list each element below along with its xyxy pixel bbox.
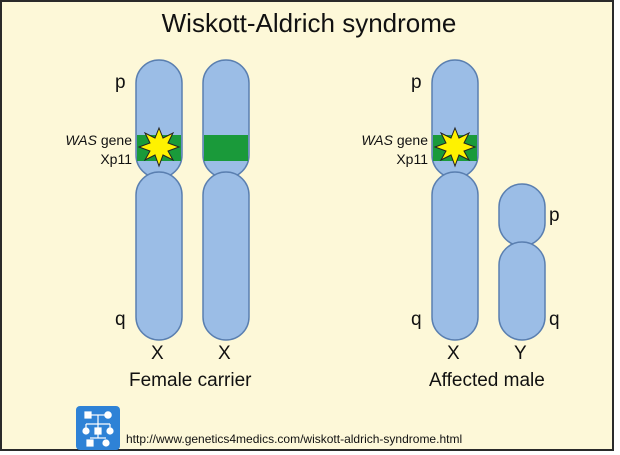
gene-word: gene xyxy=(100,132,132,148)
chromatid-q-arm xyxy=(202,171,250,341)
was-gene-annotation: WAS gene Xp11 xyxy=(342,131,428,169)
left-x-chromosome-1 xyxy=(135,59,183,341)
gene-name: WAS xyxy=(361,132,393,148)
source-url-link[interactable]: http://www.genetics4medics.com/wiskott-a… xyxy=(126,432,463,446)
left-x-chromosome-2 xyxy=(202,59,250,341)
female-carrier-caption: Female carrier xyxy=(129,370,252,391)
y-q-arm-label: q xyxy=(549,309,560,330)
chromatid-q-arm xyxy=(498,241,546,341)
was-gene-band xyxy=(204,135,248,161)
gene-name: WAS xyxy=(65,132,97,148)
affected-male-caption: Affected male xyxy=(429,370,545,391)
q-arm-label: q xyxy=(411,309,422,330)
q-arm-label: q xyxy=(115,309,126,330)
was-gene-annotation: WAS gene Xp11 xyxy=(46,131,132,169)
pedigree-logo-icon[interactable] xyxy=(76,406,120,450)
p-arm-label: p xyxy=(115,72,126,93)
diagram-title: Wiskott-Aldrich syndrome xyxy=(161,8,457,38)
gene-locus: Xp11 xyxy=(396,151,428,167)
chromosome-x-label: X xyxy=(151,343,164,364)
mutation-star xyxy=(137,126,181,168)
mutation-star xyxy=(433,126,477,168)
chromatid-p-arm xyxy=(498,183,546,247)
right-y-chromosome xyxy=(498,183,546,341)
chromatid-q-arm xyxy=(431,171,479,341)
gene-locus: Xp11 xyxy=(100,151,132,167)
chromatid-q-arm xyxy=(135,171,183,341)
p-arm-label: p xyxy=(411,72,422,93)
chromosome-y-label: Y xyxy=(514,343,527,364)
chromosome-x-label: X xyxy=(218,343,231,364)
right-x-chromosome xyxy=(431,59,479,341)
gene-word: gene xyxy=(396,132,428,148)
chromosome-x-label: X xyxy=(447,343,460,364)
y-p-arm-label: p xyxy=(549,205,560,226)
